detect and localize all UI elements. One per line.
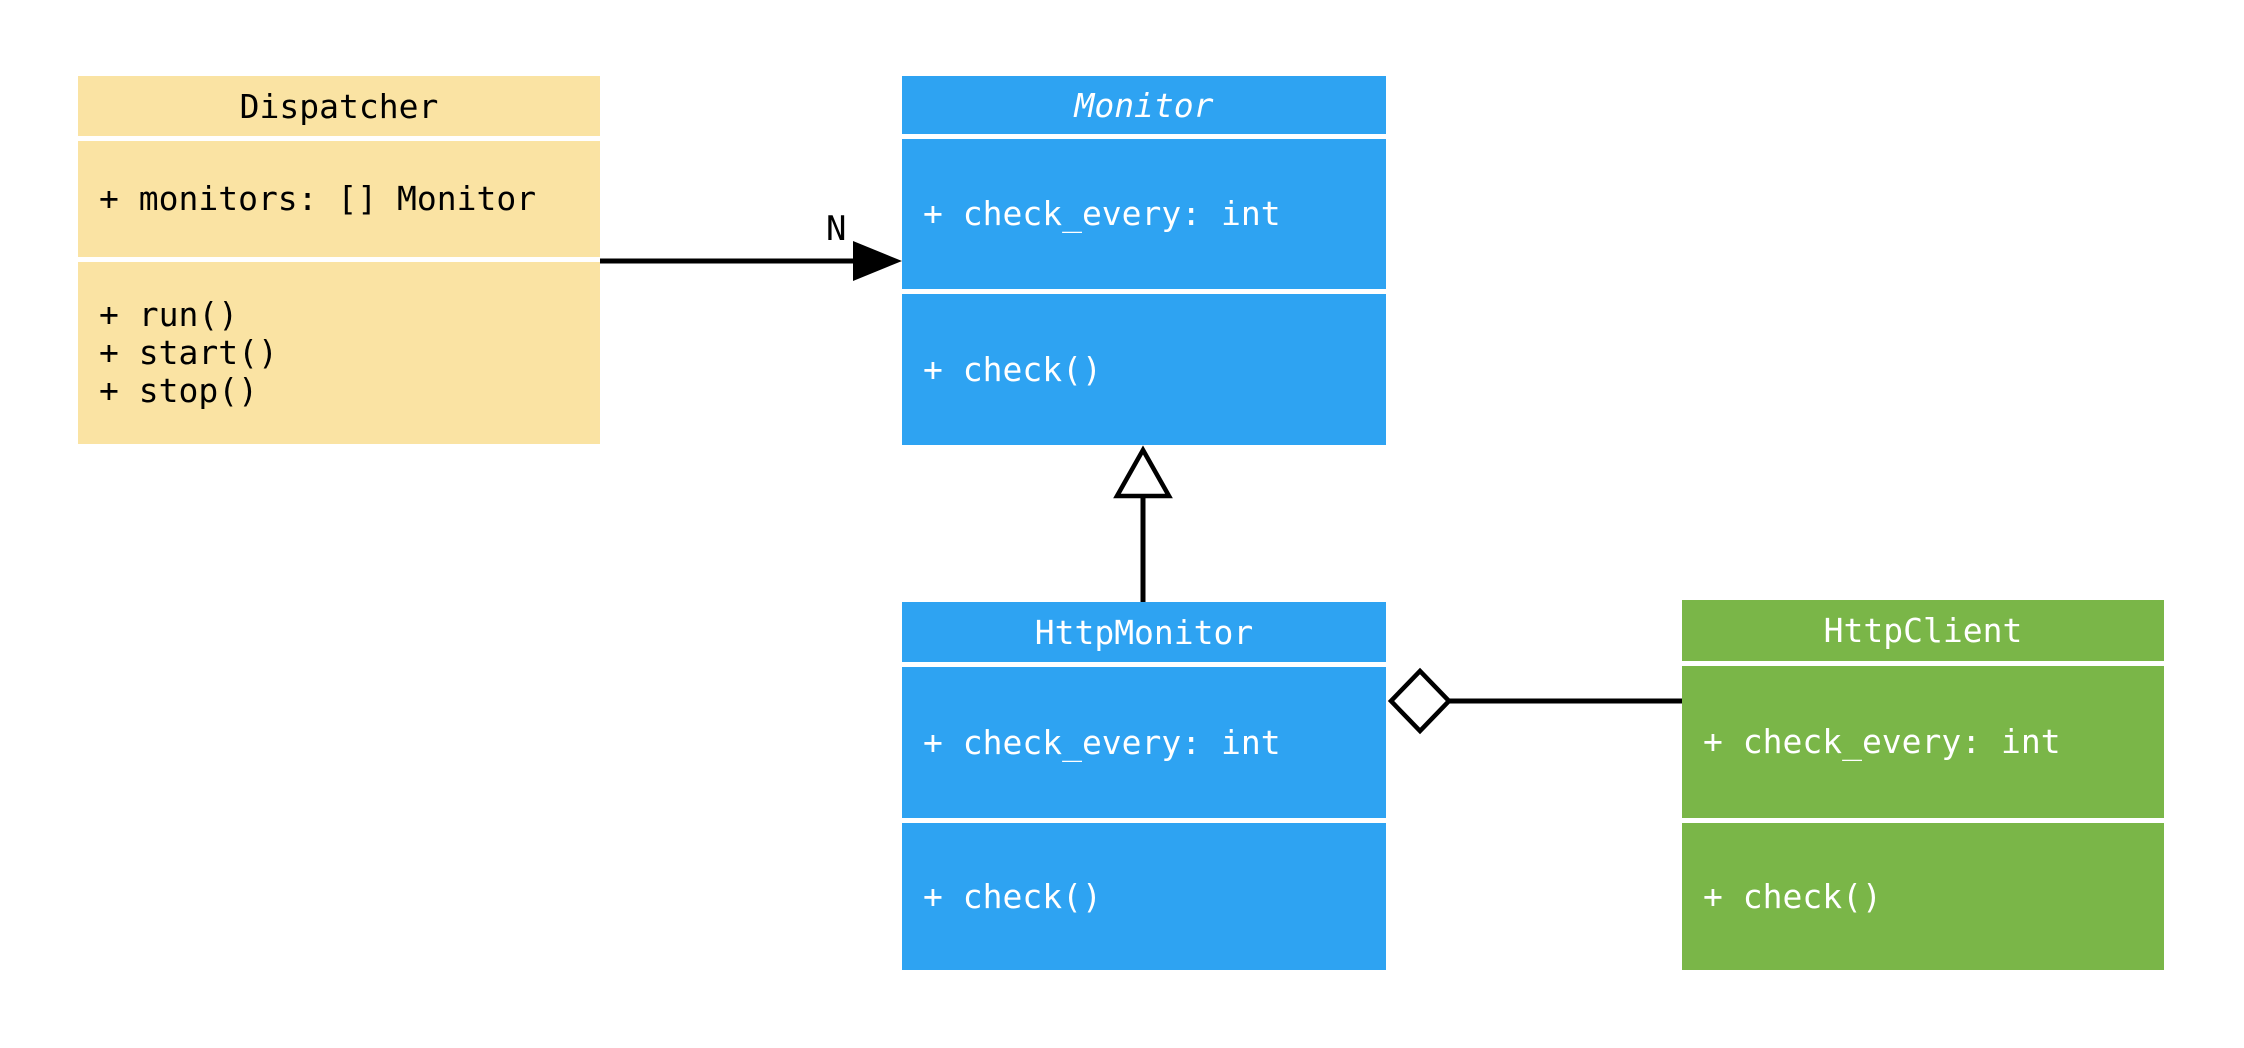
attributes-compartment: + check_every: int <box>1682 666 2164 818</box>
class-attribute: + check_every: int <box>923 722 1281 762</box>
class-node-httpmonitor: HttpMonitor + check_every: int + check() <box>902 602 1386 970</box>
methods-compartment: + check() <box>902 823 1386 970</box>
class-method: + check() <box>1703 876 1882 916</box>
association-arrow <box>600 241 902 281</box>
aggregation-diamond-icon <box>1387 667 1453 735</box>
multiplicity-label: N <box>826 209 847 249</box>
attributes-compartment: + monitors: [] Monitor <box>78 141 600 257</box>
attributes-compartment: + check_every: int <box>902 139 1386 289</box>
association-arrowhead-icon <box>853 241 902 281</box>
methods-compartment: + check() <box>902 294 1386 445</box>
class-node-httpclient: HttpClient + check_every: int + check() <box>1682 600 2164 970</box>
class-node-dispatcher: Dispatcher + monitors: [] Monitor + run(… <box>78 76 600 444</box>
class-attribute: + check_every: int <box>1703 722 2061 761</box>
class-method: + run() <box>99 295 239 334</box>
methods-compartment: + run() + start() + stop() <box>78 262 600 444</box>
class-attribute: + monitors: [] Monitor <box>99 179 537 218</box>
methods-compartment: + check() <box>1682 823 2164 970</box>
class-title: HttpMonitor <box>902 602 1386 662</box>
class-method: + stop() <box>99 371 258 410</box>
attributes-compartment: + check_every: int <box>902 667 1386 818</box>
class-node-monitor: Monitor + check_every: int + check() <box>902 76 1386 445</box>
generalization-triangle-icon <box>1113 445 1173 499</box>
class-title: Monitor <box>902 76 1386 134</box>
class-method: + check() <box>923 349 1102 389</box>
generalization-arrow <box>1113 445 1173 602</box>
class-method: + start() <box>99 333 278 372</box>
class-method: + check() <box>923 876 1102 916</box>
class-title: HttpClient <box>1682 600 2164 661</box>
aggregation-connector <box>1387 667 1682 735</box>
class-title: Dispatcher <box>78 76 600 136</box>
class-attribute: + check_every: int <box>923 194 1281 233</box>
